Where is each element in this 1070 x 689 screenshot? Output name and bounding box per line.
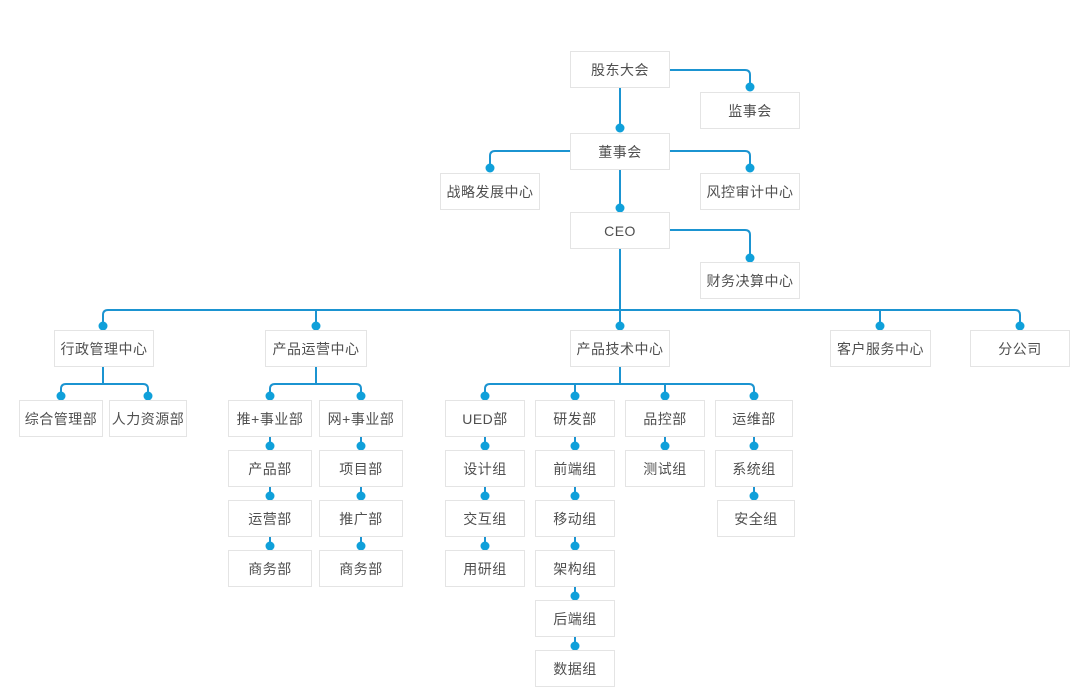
org-node-hr-dept: 人力资源部: [109, 400, 187, 437]
org-node-data-team: 数据组: [535, 650, 615, 687]
org-node-branch-company: 分公司: [970, 330, 1070, 367]
org-node-tui-division: 推+事业部: [228, 400, 312, 437]
org-node-backend-team: 后端组: [535, 600, 615, 637]
org-node-ued-dept: UED部: [445, 400, 525, 437]
org-node-mobile-team: 移动组: [535, 500, 615, 537]
org-node-ops-dept: 运维部: [715, 400, 793, 437]
org-node-strategy-center: 战略发展中心: [440, 173, 540, 210]
connector-product-tech-fan: [484, 383, 755, 396]
org-node-general-mgmt-dept: 综合管理部: [19, 400, 103, 437]
junction-dot: [615, 123, 625, 133]
org-node-project-dept: 项目部: [319, 450, 403, 487]
org-node-qc-dept: 品控部: [625, 400, 705, 437]
org-node-user-research-team: 用研组: [445, 550, 525, 587]
org-node-risk-audit-center: 风控审计中心: [700, 173, 800, 210]
junction-dot: [745, 82, 755, 92]
org-node-security-team: 安全组: [717, 500, 795, 537]
connector-product-ops-fan: [269, 383, 362, 396]
connector-board-to-risk: [670, 150, 751, 168]
org-node-ceo: CEO: [570, 212, 670, 249]
org-node-product-dept: 产品部: [228, 450, 312, 487]
org-node-product-tech-center: 产品技术中心: [570, 330, 670, 367]
org-node-design-team: 设计组: [445, 450, 525, 487]
org-node-board-of-directors: 董事会: [570, 133, 670, 170]
junction-dot: [745, 163, 755, 173]
org-node-frontend-team: 前端组: [535, 450, 615, 487]
org-node-product-ops-center: 产品运营中心: [265, 330, 367, 367]
connector-trunk: [102, 309, 1021, 326]
org-node-architecture-team: 架构组: [535, 550, 615, 587]
junction-dot: [485, 163, 495, 173]
org-node-finance-center: 财务决算中心: [700, 262, 800, 299]
org-node-business-dept-wang: 商务部: [319, 550, 403, 587]
org-node-admin-center: 行政管理中心: [54, 330, 154, 367]
org-node-rd-dept: 研发部: [535, 400, 615, 437]
org-node-customer-service-center: 客户服务中心: [830, 330, 931, 367]
org-node-business-dept-tui: 商务部: [228, 550, 312, 587]
org-node-shareholders-meeting: 股东大会: [570, 51, 670, 88]
org-node-supervisory-board: 监事会: [700, 92, 800, 129]
org-node-testing-team: 测试组: [625, 450, 705, 487]
connector-shareholders-to-supervisory: [670, 69, 751, 87]
connector-board-to-strategy: [489, 150, 570, 168]
org-node-promotion-dept: 推广部: [319, 500, 403, 537]
org-node-operations-dept: 运营部: [228, 500, 312, 537]
connector-admin-fan: [60, 383, 149, 396]
org-node-system-team: 系统组: [715, 450, 793, 487]
org-node-wang-division: 网+事业部: [319, 400, 403, 437]
connector-ceo-to-finance: [670, 229, 751, 258]
org-node-interaction-team: 交互组: [445, 500, 525, 537]
